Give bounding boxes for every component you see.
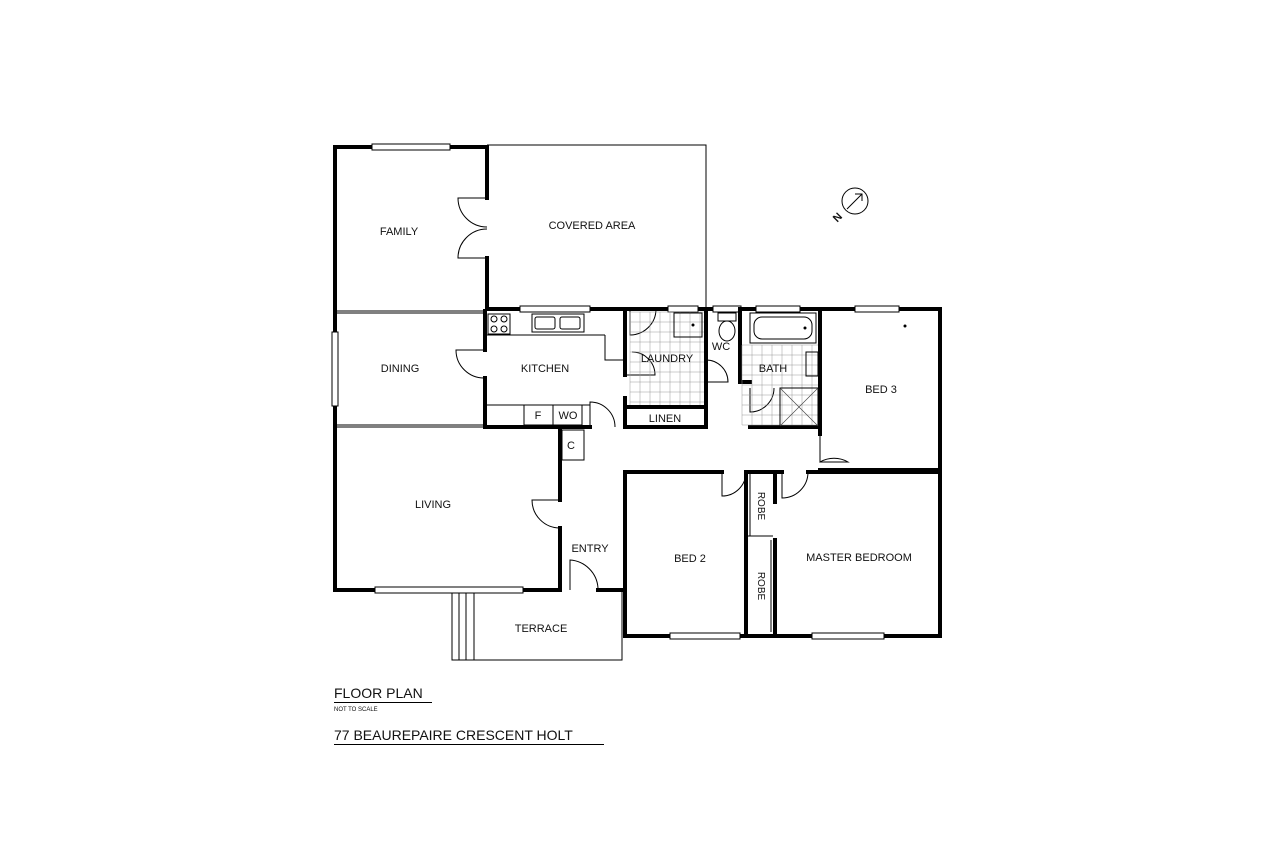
plan-title: FLOOR PLAN [334,685,423,701]
linen-label: LINEN [649,413,681,425]
kitchen-label: KITCHEN [521,363,569,375]
doors [455,197,850,590]
internal-walls [335,307,942,638]
dining-label: DINING [381,363,420,375]
living-label: LIVING [415,499,451,511]
kitchen-fixtures [485,313,625,461]
room-labels: FAMILY COVERED AREA DINING KITCHEN LAUND… [380,220,912,635]
covered-area-label: COVERED AREA [549,220,636,232]
laundry-tiles [629,311,704,405]
robe-upper-label: ROBE [755,492,766,521]
bed2-label: BED 2 [674,553,706,565]
cooktop-icon [487,313,511,335]
toilet-icon [717,312,737,342]
vanity-icon [805,351,819,377]
plan-subtitle: NOT TO SCALE [334,707,378,713]
bed3-label: BED 3 [865,384,897,396]
robe-lower-label: ROBE [755,572,766,601]
cupboard-label: C [567,440,575,452]
windows [331,143,900,640]
bath-label: BATH [759,363,788,375]
laundry-tub-icon [673,312,703,338]
covered-area-outline [487,144,707,307]
terrace-outline [451,590,623,661]
property-address: 77 BEAUREPAIRE CRESCENT HOLT [334,727,573,743]
address-underline [334,744,604,745]
north-compass: N [831,187,869,225]
fridge-label: F [535,410,542,422]
terrace-label: TERRACE [515,623,568,635]
laundry-label: LAUNDRY [641,353,694,365]
wall-oven-label: WO [559,410,578,422]
wc-label: WC [712,341,730,353]
family-label: FAMILY [380,226,419,238]
title-underline [334,702,432,703]
entry-label: ENTRY [571,543,609,555]
north-label: N [831,211,845,225]
sink-icon [531,313,585,333]
shower-icon [779,387,819,427]
master-bedroom-label: MASTER BEDROOM [806,552,912,564]
bathtub-icon [749,312,817,344]
